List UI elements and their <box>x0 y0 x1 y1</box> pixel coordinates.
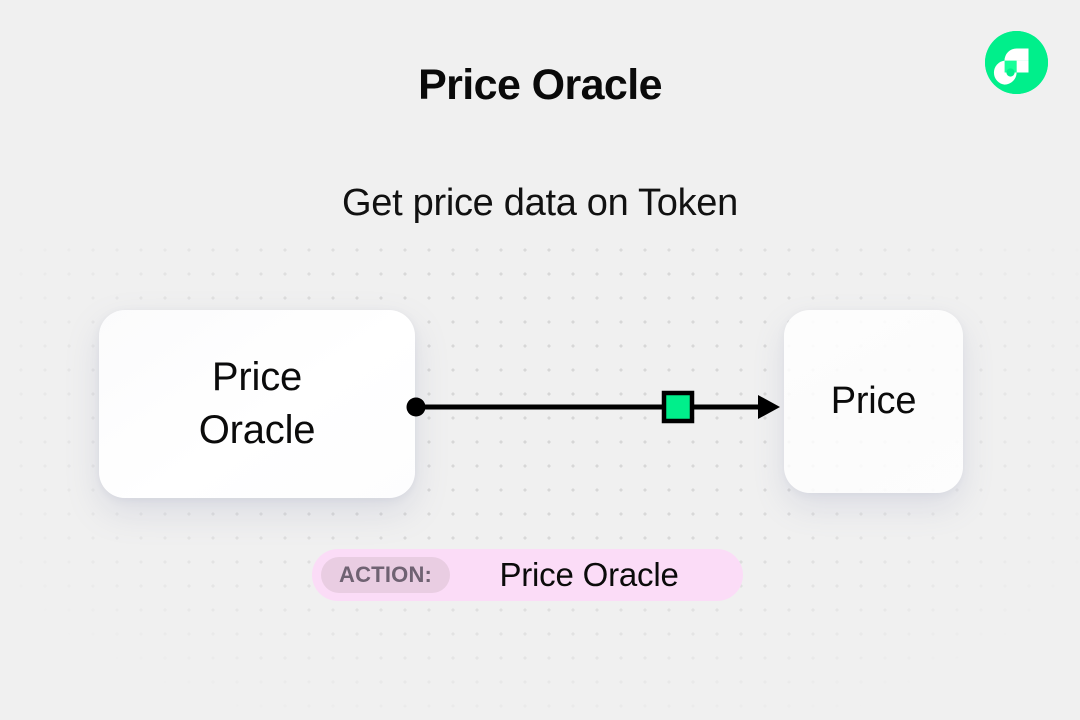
page-title: Price Oracle <box>418 61 662 109</box>
action-badge-value: Price Oracle <box>499 556 679 593</box>
action-badge-key: ACTION: <box>321 557 451 593</box>
edge-arrowhead-icon <box>758 395 780 419</box>
action-badge[interactable]: ACTION: Price Oracle <box>312 549 743 601</box>
edge-start-dot[interactable] <box>406 397 426 417</box>
node-source-label-line-1: Price <box>211 354 303 399</box>
edge-connector[interactable] <box>390 372 800 442</box>
node-target-label: Price <box>830 379 917 422</box>
node-source-label: Price Oracle <box>199 351 316 457</box>
page-subtitle: Get price data on Token <box>342 182 738 224</box>
node-source-label-line-2: Oracle <box>198 408 316 452</box>
node-card-target[interactable]: Price <box>784 310 963 493</box>
flow-logo-icon <box>985 31 1048 94</box>
edge-midpoint-square[interactable] <box>661 390 695 424</box>
node-card-source[interactable]: Price Oracle <box>99 310 415 498</box>
